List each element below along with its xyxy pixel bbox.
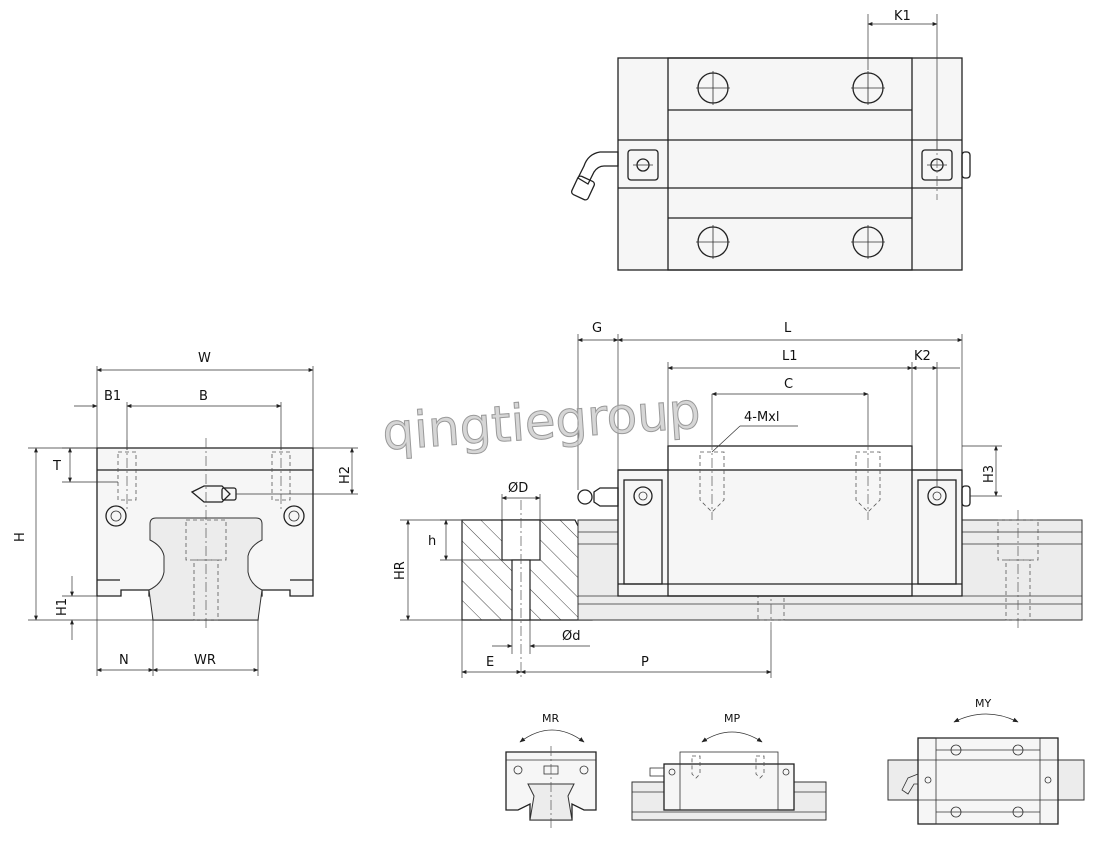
grease-nipple-icon [570,151,619,201]
dim-c-label: C [784,377,793,392]
dim-w-label: W [198,351,211,366]
mounting-hole-icon [851,225,885,259]
dim-d-small-label: Ød [562,629,580,644]
dim-b-label: B [199,389,208,404]
dim-g-label: G [592,321,602,336]
dim-od-label: ØD [508,481,528,496]
moment-my-label: MY [975,697,991,710]
mounting-hole-icon [851,71,885,105]
mounting-hole-icon [696,225,730,259]
dim-h2-label: H2 [338,466,353,484]
dim-e-label: E [486,655,494,670]
dim-t-label: T [52,459,61,474]
moment-my-diagram: MY [887,697,1085,825]
dim-k1-label: K1 [894,9,911,24]
dim-l1-label: L1 [782,349,798,364]
dim-n-label: N [119,653,129,668]
dim-wr-label: WR [194,653,216,668]
dim-p-label: P [641,655,649,670]
thread-callout-label: 4-Mxl [744,410,779,425]
dim-hr-label: HR [393,561,408,580]
moment-mr-label: MR [542,712,559,725]
dim-l-label: L [784,321,792,336]
dim-b1-label: B1 [104,389,121,404]
dim-h-small-label: h [428,534,436,549]
top-view: K1 [570,9,971,271]
moment-mp-diagram: MP [631,712,827,821]
moment-mr-diagram: MR [505,712,597,828]
dim-h-label: H [13,532,28,542]
dim-h3-label: H3 [982,465,997,483]
grease-nipple-icon [577,487,619,507]
dim-h1-label: H1 [55,598,70,616]
watermark: qingtiegroup [380,382,702,462]
dim-k2-label: K2 [914,349,931,364]
side-view: G L L1 K2 C 4-Mxl H3 ØD h [393,321,1083,680]
front-view: W B1 B T H2 H H1 N WR [13,351,358,676]
moment-mp-label: MP [724,712,740,725]
mounting-hole-icon [696,71,730,105]
